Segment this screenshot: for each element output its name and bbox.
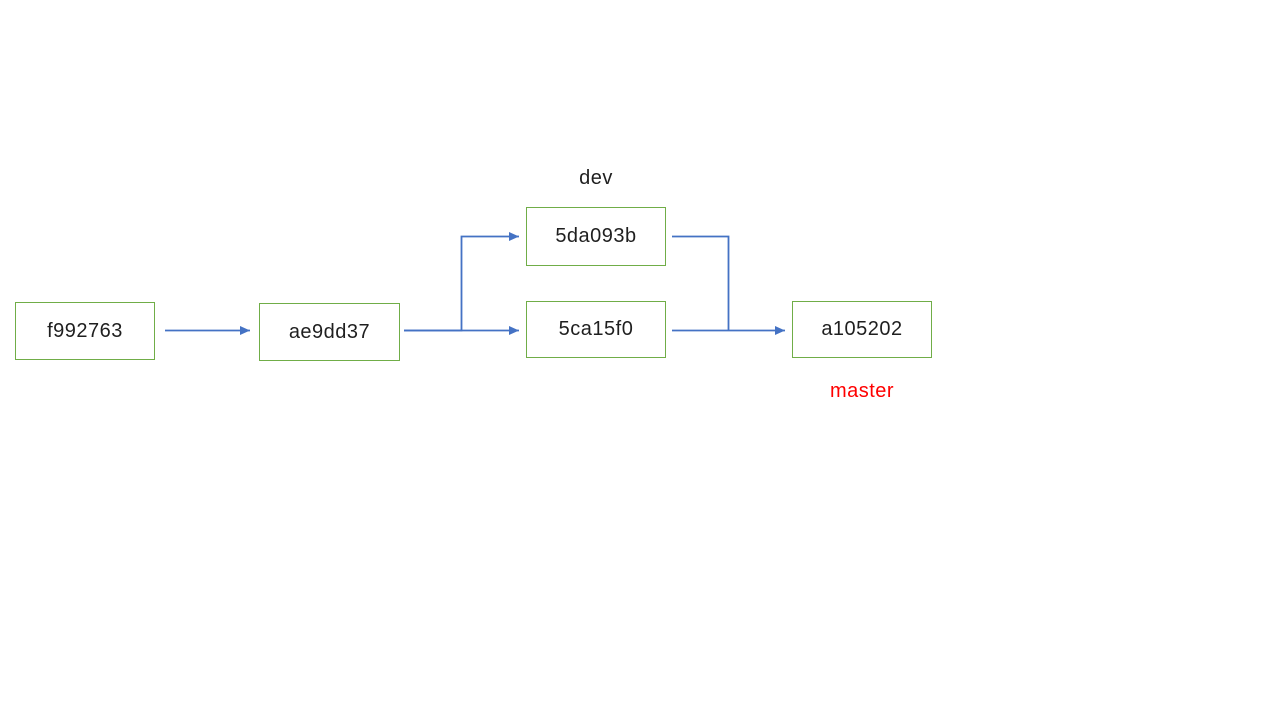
commit-hash-label: a105202 xyxy=(821,318,903,340)
commit-hash-label: 5da093b xyxy=(555,225,637,247)
edge-ae9dd37-5da093b xyxy=(404,232,519,332)
commit-node-5ca15f0: 5ca15f0 xyxy=(526,301,666,358)
commit-hash-label: ae9dd37 xyxy=(288,320,371,343)
commit-node-f992763: f992763 xyxy=(15,302,155,360)
commit-node-ae9dd37: ae9dd37 xyxy=(259,303,400,361)
commit-node-5da093b: 5da093b xyxy=(526,207,666,266)
commit-hash-label: 5ca15f0 xyxy=(558,318,634,340)
commit-hash-label: f992763 xyxy=(47,319,123,342)
edge-5da093b-a105202 xyxy=(672,235,730,331)
branch-label-dev: dev xyxy=(579,167,613,189)
branch-label-master: master xyxy=(829,380,895,402)
commit-node-a105202: a105202 xyxy=(792,301,932,358)
